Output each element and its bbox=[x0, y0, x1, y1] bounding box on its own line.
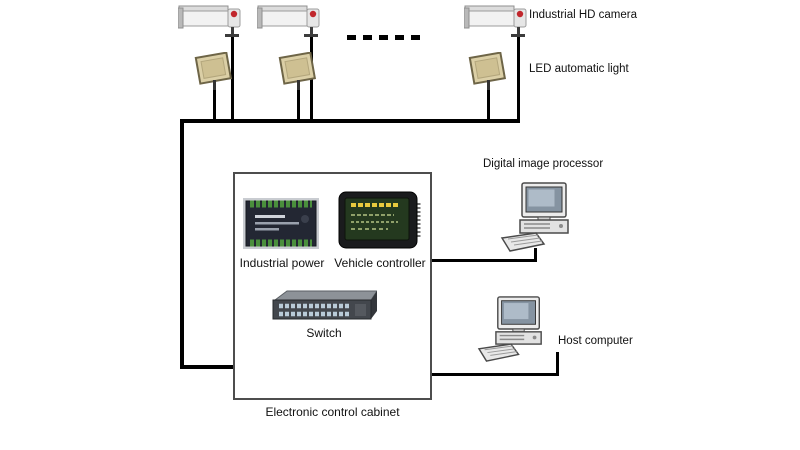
led-light-icon bbox=[278, 52, 317, 90]
left-vertical-line bbox=[180, 119, 184, 369]
processor-link-horizontal bbox=[431, 259, 537, 262]
hd-camera-icon bbox=[178, 5, 241, 37]
industrial-hd-camera-label: Industrial HD camera bbox=[529, 9, 638, 21]
light1-drop-line bbox=[213, 86, 216, 122]
host-computer-label: Host computer bbox=[558, 335, 633, 347]
hd-camera-icon bbox=[257, 5, 320, 37]
processor-link-vertical bbox=[534, 248, 537, 262]
host-computer-icon bbox=[477, 296, 542, 362]
electronic-control-cabinet-label: Electronic control cabinet bbox=[265, 405, 400, 419]
cabinet-inlet-line bbox=[180, 365, 235, 369]
industrial-power-icon bbox=[243, 198, 319, 249]
digital-image-processor-computer-icon bbox=[500, 182, 569, 252]
camera-bus-line bbox=[180, 119, 520, 123]
led-automatic-light-label: LED automatic light bbox=[529, 63, 629, 75]
host-link-horizontal bbox=[431, 373, 559, 376]
switch-label: Switch bbox=[306, 326, 342, 340]
host-link-vertical bbox=[556, 352, 559, 376]
light3-drop-line bbox=[487, 86, 490, 122]
led-light-icon bbox=[194, 52, 233, 90]
led-light-icon bbox=[468, 52, 507, 90]
camera1-drop-line bbox=[231, 37, 234, 122]
hd-camera-icon bbox=[464, 5, 527, 37]
vehicle-controller-label: Vehicle controller bbox=[334, 256, 426, 270]
light2-drop-line bbox=[297, 86, 300, 122]
more-cameras-ellipsis bbox=[347, 35, 420, 40]
digital-image-processor-label: Digital image processor bbox=[483, 158, 604, 170]
camera3-drop-line bbox=[517, 37, 520, 122]
network-switch-icon bbox=[272, 290, 377, 320]
industrial-power-label: Industrial power bbox=[239, 256, 325, 270]
vehicle-controller-icon bbox=[338, 191, 421, 249]
